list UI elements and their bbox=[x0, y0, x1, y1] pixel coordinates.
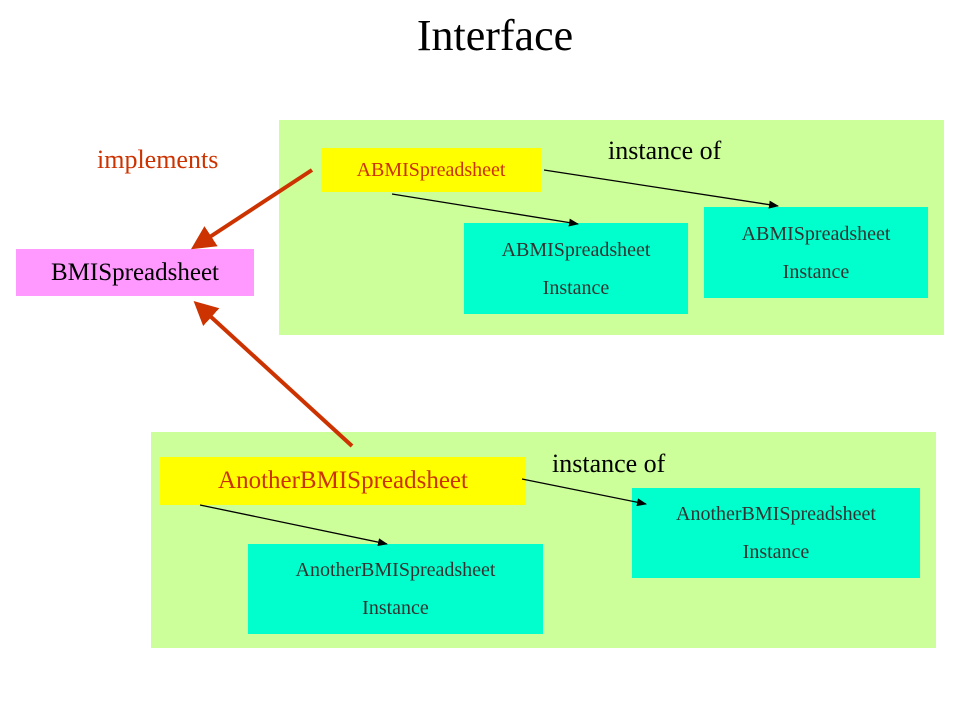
instance-suffix: Instance bbox=[782, 260, 850, 283]
instance-box-3: AnotherBMISpreadsheet Instance bbox=[248, 544, 543, 634]
instance-box-2: ABMISpreadsheet Instance bbox=[704, 207, 928, 298]
implements-arrow-bottom bbox=[193, 300, 354, 448]
instance-arrow-4 bbox=[521, 478, 647, 507]
instance-arrow-1 bbox=[391, 193, 579, 227]
instance-class-name: ABMISpreadsheet bbox=[501, 238, 651, 261]
page-title: Interface bbox=[416, 11, 574, 60]
instance-arrow-3 bbox=[199, 504, 388, 547]
class-box-anotherbmispreadsheet: AnotherBMISpreadsheet bbox=[160, 457, 526, 505]
implements-label: implements bbox=[97, 145, 219, 174]
instance-of-label-bottom: instance of bbox=[552, 449, 666, 478]
instance-suffix: Instance bbox=[742, 541, 810, 563]
instance-class-name: AnotherBMISpreadsheet bbox=[676, 503, 876, 525]
instance-arrow-2 bbox=[543, 169, 779, 209]
instance-class-name: AnotherBMISpreadsheet bbox=[295, 559, 496, 581]
interface-box: BMISpreadsheet bbox=[16, 249, 254, 296]
instance-suffix: Instance bbox=[362, 597, 429, 619]
implements-arrow-top bbox=[190, 168, 314, 250]
instance-of-label-top: instance of bbox=[608, 136, 722, 165]
instance-suffix: Instance bbox=[542, 276, 610, 299]
instance-box-4: AnotherBMISpreadsheet Instance bbox=[632, 488, 920, 578]
instance-box-1: ABMISpreadsheet Instance bbox=[464, 223, 688, 314]
class-box-abmispreadsheet: ABMISpreadsheet bbox=[321, 148, 541, 192]
instance-class-name: ABMISpreadsheet bbox=[741, 222, 891, 245]
